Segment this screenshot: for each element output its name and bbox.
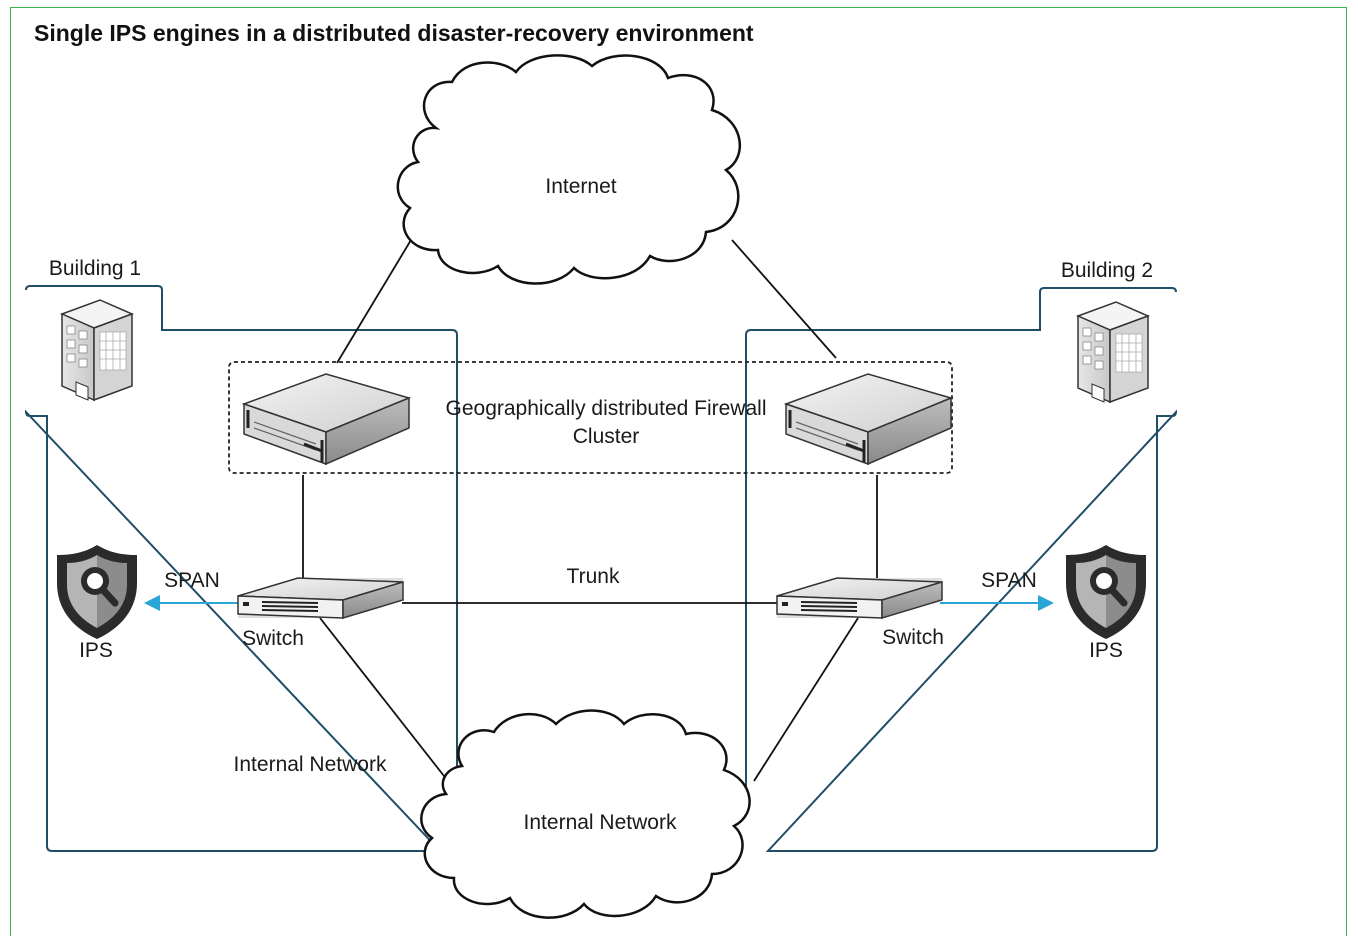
cloud-icon: [420, 709, 751, 919]
internet-label: Internet: [545, 175, 616, 198]
switch-left-label: Switch: [242, 627, 304, 650]
firewall-right-server-icon: [784, 372, 953, 466]
ips-left-shield-icon: [57, 545, 137, 639]
ips-right-label: IPS: [1089, 639, 1123, 662]
link-internet-fw-left: [336, 224, 421, 364]
building-1-boundary: [24, 285, 458, 852]
building-2-icon: [1077, 301, 1149, 403]
links: [302, 224, 878, 791]
firewall-cluster-label-line1: Geographically distributed Firewall: [446, 397, 767, 420]
internal-network-side-label: Internal Network: [234, 753, 387, 776]
ips-left-label: IPS: [79, 639, 113, 662]
internal-network-cloud-label: Internal Network: [524, 811, 677, 834]
span-right-label: SPAN: [981, 569, 1037, 592]
link-switch-left-internal: [319, 617, 456, 791]
building-1-label: Building 1: [49, 257, 141, 280]
building-2-label: Building 2: [1061, 259, 1153, 282]
diagram-title: Single IPS engines in a distributed disa…: [34, 20, 754, 46]
diagram-frame: [10, 7, 1347, 936]
switch-right-icon: [776, 577, 943, 619]
span-left-label: SPAN: [164, 569, 220, 592]
trunk-label: Trunk: [567, 565, 620, 588]
firewall-left-server-icon: [242, 372, 411, 466]
building-2-boundary: [745, 287, 1178, 852]
building-1-icon: [61, 299, 133, 401]
firewall-cluster-box: [228, 361, 953, 474]
firewall-cluster-label-line2: Cluster: [573, 425, 640, 448]
switch-left-icon: [237, 577, 404, 619]
ips-right-shield-icon: [1066, 545, 1146, 639]
cloud-icon: [396, 54, 742, 285]
link-switch-right-internal: [753, 617, 859, 782]
switch-right-label: Switch: [882, 626, 944, 649]
link-internet-fw-right: [731, 239, 837, 359]
